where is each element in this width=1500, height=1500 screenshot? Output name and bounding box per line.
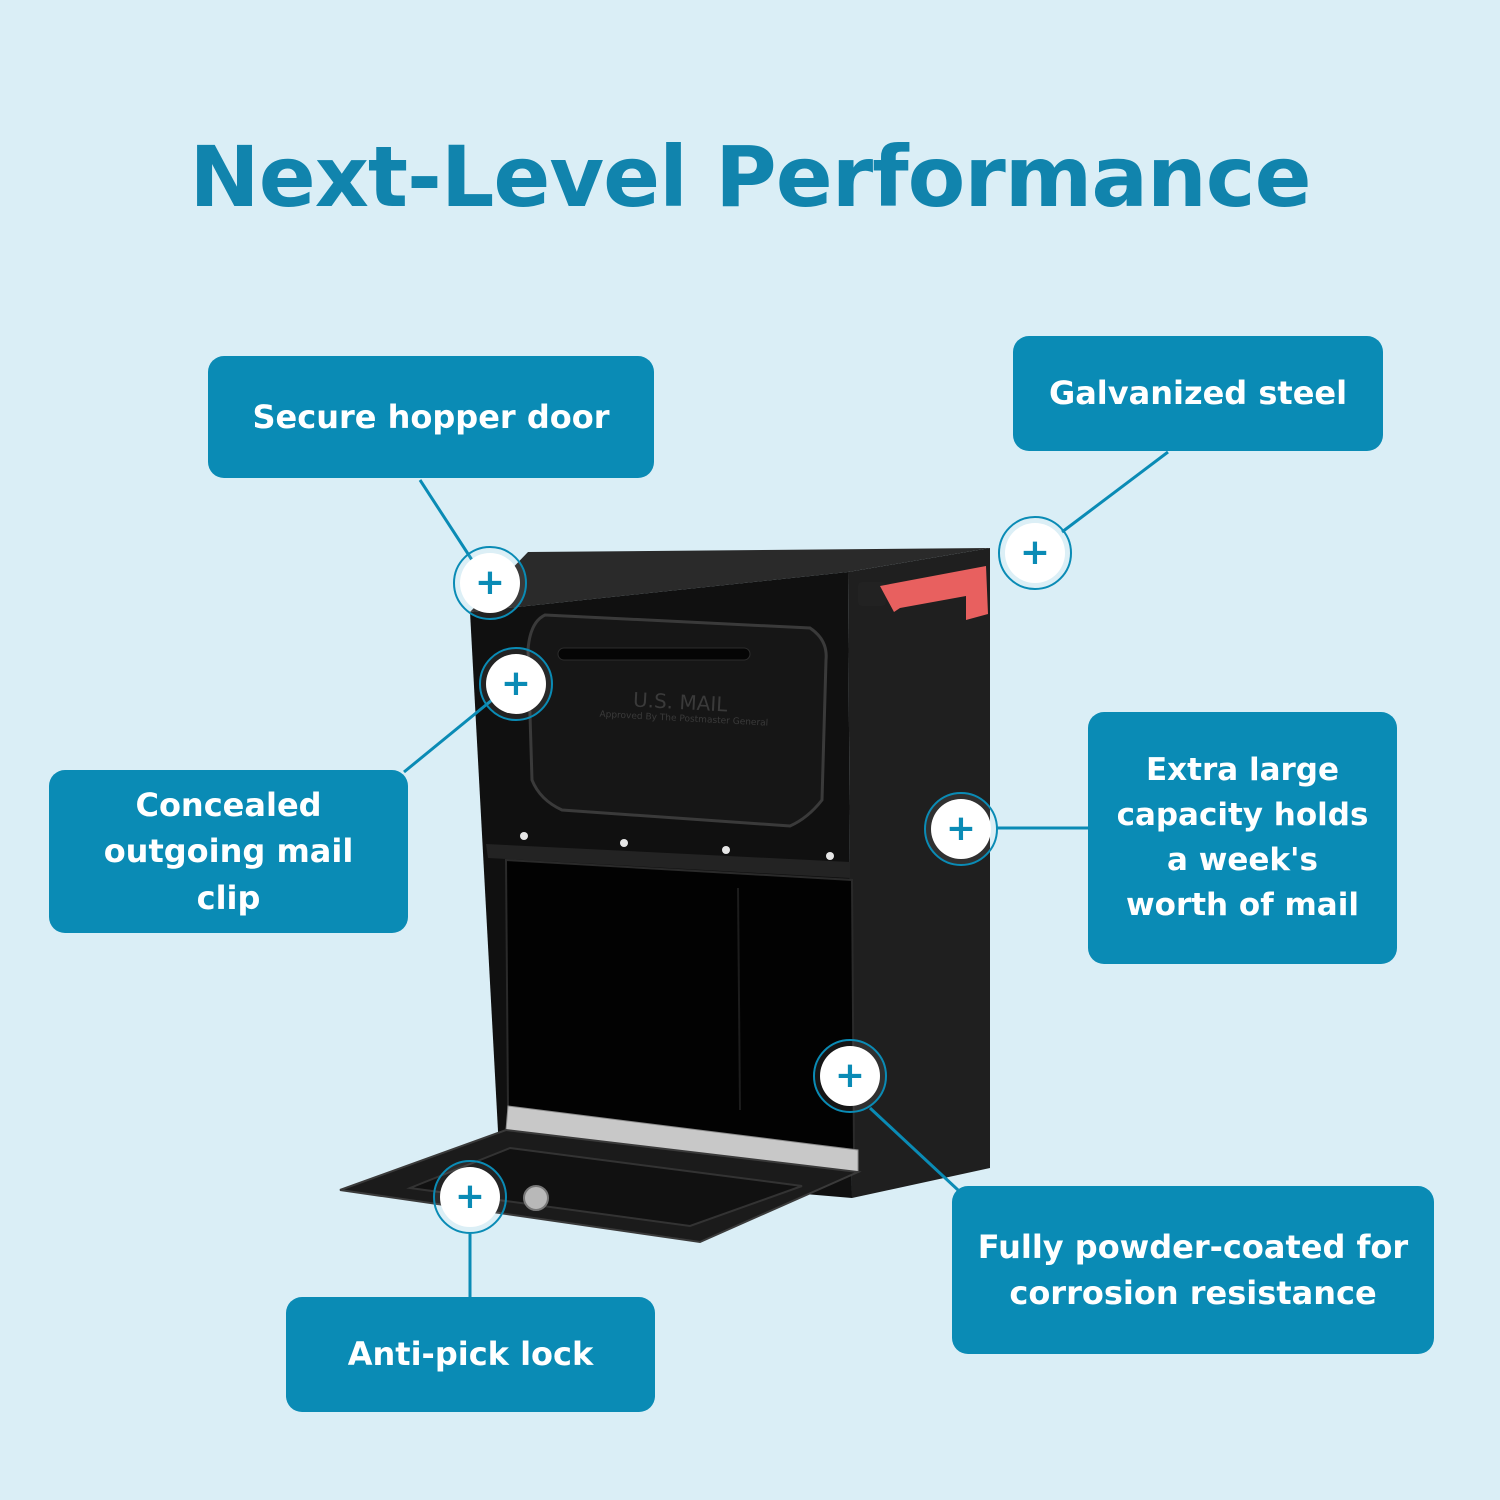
hopper-handle <box>557 647 751 661</box>
callout-extra-large-capacity: Extra large capacity holds a week's wort… <box>1088 712 1397 964</box>
plus-icon: + <box>460 553 520 613</box>
hotspot-secure-hopper-door[interactable]: + <box>453 546 527 620</box>
callout-anti-pick-lock: Anti-pick lock <box>286 1297 655 1412</box>
leader-line <box>403 698 493 774</box>
hotspot-anti-pick-lock[interactable]: + <box>433 1160 507 1234</box>
parcel-compartment <box>504 858 856 1152</box>
door-lock <box>523 1185 549 1211</box>
red-flag <box>880 566 988 620</box>
hotspot-galvanized-steel[interactable]: + <box>998 516 1072 590</box>
hotspot-extra-large-capacity[interactable]: + <box>924 792 998 866</box>
mailbox-side <box>848 548 990 1198</box>
plus-icon: + <box>931 799 991 859</box>
plus-icon: + <box>440 1167 500 1227</box>
plus-icon: + <box>1005 523 1065 583</box>
inner-seam <box>737 887 741 1111</box>
leader-line <box>1061 450 1169 534</box>
plus-icon: + <box>820 1046 880 1106</box>
hotspot-powder-coated[interactable]: + <box>813 1039 887 1113</box>
plus-icon: + <box>486 654 546 714</box>
rivet <box>722 846 730 854</box>
rivet <box>826 852 834 860</box>
hotspot-concealed-mail-clip[interactable]: + <box>479 647 553 721</box>
hopper-door <box>526 613 828 828</box>
callout-galvanized-steel: Galvanized steel <box>1013 336 1383 451</box>
leader-line <box>418 479 474 561</box>
flag-mount <box>858 582 886 606</box>
rivet <box>620 839 628 847</box>
callout-powder-coated: Fully powder-coated for corrosion resist… <box>952 1186 1434 1354</box>
leader-line <box>868 1106 960 1192</box>
mailbox-top <box>470 548 990 612</box>
page-title: Next-Level Performance <box>189 128 1311 226</box>
mailbox-divider <box>486 844 850 878</box>
callout-secure-hopper-door: Secure hopper door <box>208 356 654 478</box>
callout-concealed-mail-clip: Concealed outgoing mail clip <box>49 770 408 933</box>
rivet <box>520 832 528 840</box>
